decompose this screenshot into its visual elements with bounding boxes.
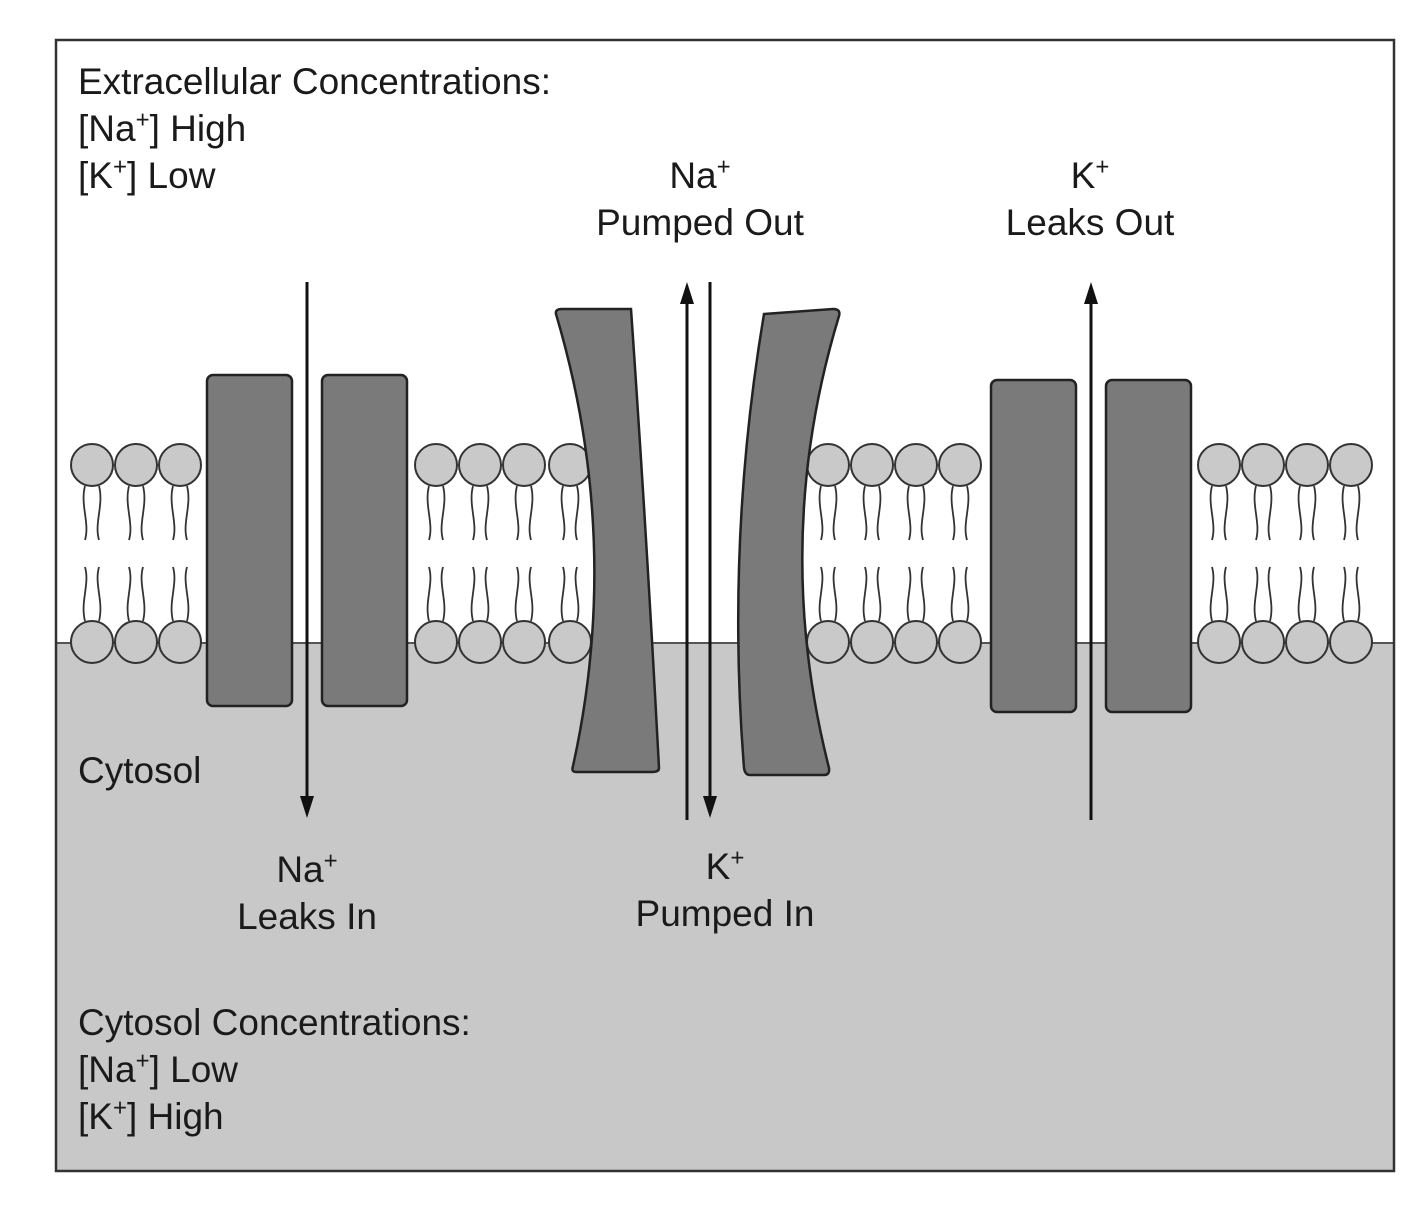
na-leaks-in-label: Na+ Leaks In [187,846,427,940]
phospholipid [806,443,850,664]
cytosol-concentrations-block: Cytosol Concentrations: [Na+] Low [K+] H… [78,999,471,1140]
cytosol-k-level: [K+] High [78,1094,224,1137]
phospholipid [1241,443,1285,664]
na-channel-subunit-left [205,373,294,708]
phospholipid [1197,443,1241,664]
na-ion-label: Na [276,849,324,890]
phospholipid [548,443,592,664]
phospholipid [894,443,938,664]
pumped-out-text: Pumped Out [596,202,804,243]
na-k-pump [554,307,841,777]
pump-subunit-left [554,307,661,774]
phospholipid [1285,443,1329,664]
lipid-bilayer [70,443,1373,664]
leaks-out-text: Leaks Out [1005,202,1175,243]
cytosol-heading: Cytosol Concentrations: [78,1002,471,1043]
diagram-frame [54,38,1396,1173]
phospholipid [414,443,458,664]
na-leak-arrow [300,282,314,818]
phospholipid [158,443,202,664]
k-leaks-out-label: K+ Leaks Out [960,152,1220,246]
pumped-in-text: Pumped In [635,893,815,934]
phospholipid [502,443,546,664]
phospholipid [938,443,982,664]
k-ion-label: K [1070,155,1096,196]
k-pumped-in-label: K+ Pumped In [590,843,860,937]
na-channel-subunit-right [320,373,409,708]
cytosol-label: Cytosol [78,750,202,791]
k-channel-subunit-left [989,378,1078,714]
k-channel-subunit-right [1104,378,1193,714]
na-leak-channel [205,373,409,708]
extracellular-k-level: [K+] Low [78,153,216,196]
k-leak-arrow [1084,282,1098,820]
phospholipid [70,443,114,664]
leaks-in-text: Leaks In [237,896,377,937]
phospholipid [458,443,502,664]
k-pumped-in-arrow [703,282,717,818]
k-leak-channel [989,378,1193,714]
na-pumped-out-label: Na+ Pumped Out [560,152,840,246]
phospholipid [1329,443,1373,664]
na-pumped-out-arrow [680,282,694,820]
extracellular-concentrations-block: Extracellular Concentrations: [Na+] High… [78,58,551,199]
phospholipid [114,443,158,664]
k-ion-label: K [705,846,731,887]
extracellular-na-level: [Na+] High [78,106,247,149]
extracellular-heading: Extracellular Concentrations: [78,61,551,102]
cytosol-na-level: [Na+] Low [78,1047,239,1090]
phospholipid [850,443,894,664]
na-ion-label: Na [669,155,717,196]
pump-subunit-right [736,307,841,777]
cytosol-region [56,643,1394,1171]
